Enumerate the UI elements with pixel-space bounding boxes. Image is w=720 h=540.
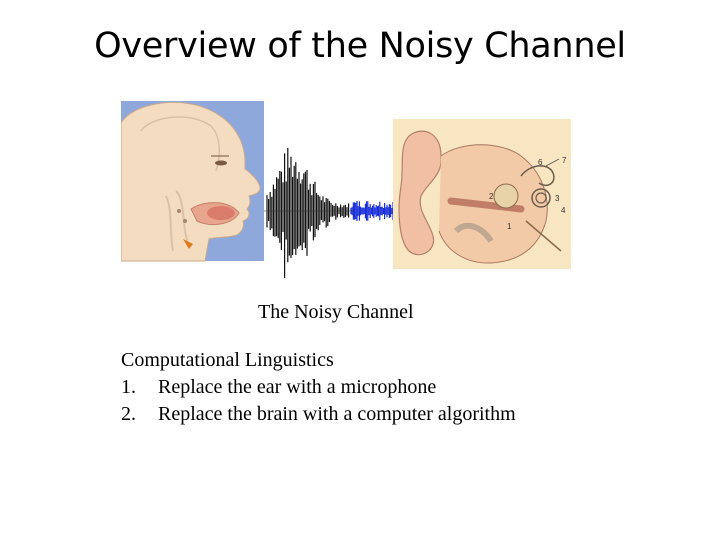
- inner-ear-image: 6 7 3 4 1 2: [393, 119, 571, 269]
- ear-label-7: 7: [562, 156, 567, 165]
- list-item: 2. Replace the brain with a computer algo…: [121, 401, 516, 428]
- ear-label-6: 6: [538, 158, 543, 167]
- figure-caption: The Noisy Channel: [258, 301, 414, 323]
- list-item-text: Replace the ear with a microphone: [158, 376, 437, 398]
- noisy-channel-figure: 6 7 3 4 1 2: [121, 101, 571, 278]
- ear-label-1: 1: [507, 222, 512, 231]
- list-item-number: 1.: [121, 376, 136, 398]
- noisy-channel-illustration: 6 7 3 4 1 2: [121, 101, 571, 278]
- notes-heading: Computational Linguistics: [121, 349, 334, 371]
- list-item-number: 2.: [121, 403, 136, 425]
- slide-title: Overview of the Noisy Channel: [94, 26, 626, 66]
- list-item-text: Replace the brain with a computer algori…: [158, 403, 516, 425]
- notes-block: Computational Linguistics 1. Replace the …: [121, 347, 516, 428]
- ear-label-3: 3: [555, 194, 560, 203]
- ear-label-4: 4: [561, 206, 566, 215]
- head-profile-image: [121, 101, 264, 262]
- list-item: 1. Replace the ear with a microphone: [121, 374, 516, 401]
- ear-label-2: 2: [489, 192, 494, 201]
- sound-waveform: [264, 147, 394, 278]
